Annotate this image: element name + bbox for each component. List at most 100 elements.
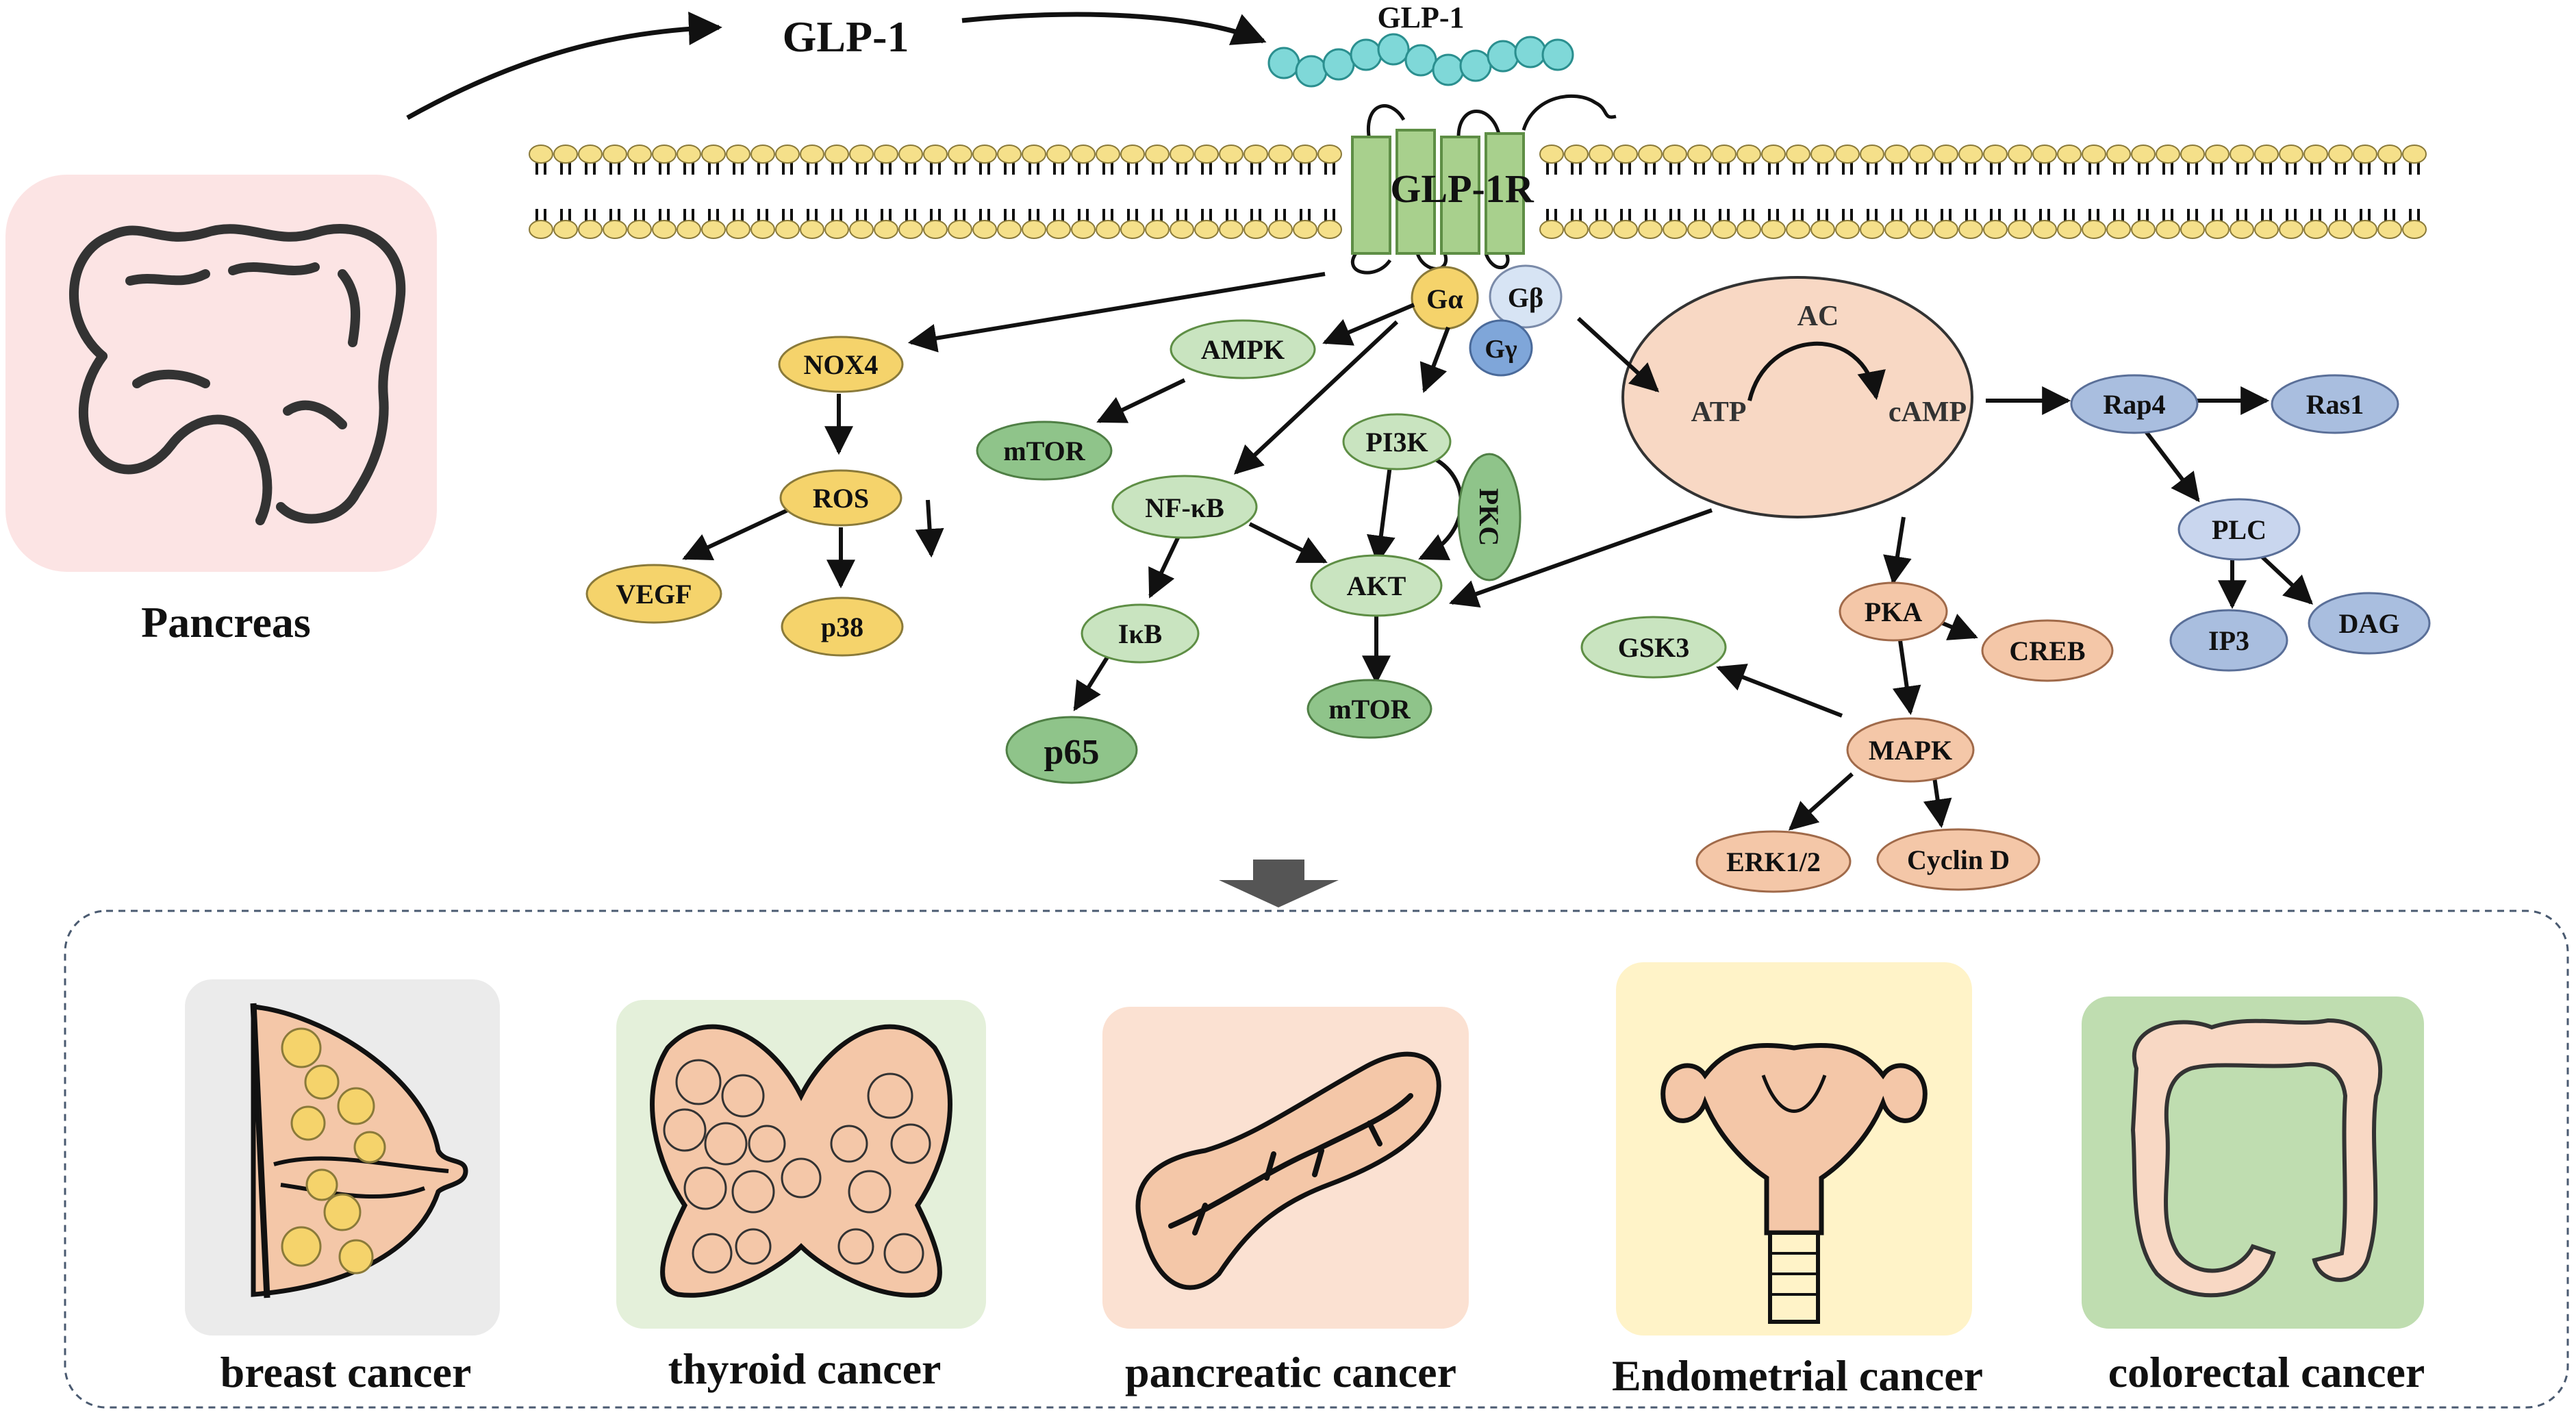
lipid-head [2032, 220, 2057, 239]
lipid-head [2057, 145, 2082, 164]
node-pka: PKA [1839, 581, 1948, 642]
lipid-head [1293, 220, 1317, 239]
node-mapk: MAPK [1846, 717, 1975, 783]
node-pkc: PKC [1457, 453, 1521, 581]
lipid-head [2057, 220, 2082, 239]
lipid-head [1564, 145, 1589, 164]
svg-text:mTOR: mTOR [1003, 436, 1085, 466]
lipid-head [1243, 145, 1268, 164]
lipid-head [1884, 145, 1909, 164]
lipid-head [1539, 220, 1564, 239]
cell-membrane [529, 145, 2427, 239]
lipid-head [1909, 220, 1934, 239]
node-ip3: IP3 [2169, 609, 2288, 672]
svg-text:MAPK: MAPK [1869, 735, 1952, 766]
node-nfkb: NF-κB [1111, 475, 1258, 539]
lipid-head [849, 220, 874, 239]
lipid-head [2106, 220, 2131, 239]
lipid-head [1860, 220, 1884, 239]
g-beta-label: Gβ [1508, 282, 1543, 313]
lipid-head [1194, 145, 1219, 164]
lipid-head [1934, 220, 1958, 239]
lipid-head [898, 145, 923, 164]
lipid-head [2353, 145, 2377, 164]
lipid-head [800, 145, 824, 164]
endometrial-cancer-label: Endometrial cancer [1612, 1351, 1983, 1400]
svg-text:PI3K: PI3K [1365, 427, 1428, 457]
down-arrow-icon [1219, 860, 1339, 907]
lipid-head [529, 220, 553, 239]
ac-label: AC [1797, 301, 1839, 332]
lipid-head [2131, 145, 2156, 164]
lipid-head [1663, 145, 1687, 164]
glp1-peptide-label: GLP-1 [1377, 1, 1464, 34]
node-cyclin-d: Cyclin D [1876, 828, 2041, 891]
lipid-head [2402, 220, 2427, 239]
breast-icon [250, 1003, 468, 1299]
svg-text:NF-κB: NF-κB [1145, 492, 1224, 523]
lipid-head [849, 145, 874, 164]
svg-text:CREB: CREB [2009, 636, 2085, 666]
lipid-head [2402, 145, 2427, 164]
lipid-head [1145, 145, 1170, 164]
lipid-head [1638, 220, 1663, 239]
lipid-head [2254, 145, 2279, 164]
lipid-head [1564, 220, 1589, 239]
lipid-head [2205, 220, 2230, 239]
node-dag: DAG [2308, 592, 2431, 655]
g-gamma-label: Gγ [1485, 335, 1517, 364]
colon-icon [2130, 1018, 2383, 1298]
lipid-head [2377, 220, 2402, 239]
lipid-head [1983, 220, 2008, 239]
receptor-label: GLP-1R [1390, 166, 1535, 211]
uterus-icon [1660, 1042, 1928, 1324]
lipid-head [1934, 145, 1958, 164]
cancer-tile-breast [185, 979, 500, 1336]
lipid-head [800, 220, 824, 239]
cancer-tile-endometrial [1616, 962, 1972, 1336]
lipid-head [2156, 220, 2180, 239]
lipid-head [1761, 145, 1786, 164]
lipid-head [1810, 220, 1835, 239]
lipid-head [1786, 145, 1810, 164]
lipid-head [2156, 145, 2180, 164]
lipid-head [1219, 220, 1243, 239]
svg-text:GSK3: GSK3 [1618, 632, 1689, 663]
lipid-head [948, 145, 972, 164]
lipid-head [529, 145, 553, 164]
lipid-head [2082, 145, 2106, 164]
lipid-head [1761, 220, 1786, 239]
pancreas-label: Pancreas [141, 598, 311, 647]
node-p38: p38 [781, 597, 904, 657]
lipid-head [1317, 145, 1342, 164]
lipid-head [2328, 220, 2353, 239]
thyroid-cancer-label: thyroid cancer [668, 1344, 942, 1393]
pancreas-organ-icon [1135, 1051, 1441, 1290]
lipid-head [997, 220, 1022, 239]
lipid-head [1687, 145, 1712, 164]
lipid-head [2008, 220, 2032, 239]
lipid-head [1145, 220, 1170, 239]
lipid-head [1589, 145, 1613, 164]
binding-arrow [961, 12, 1267, 45]
lipid-head [578, 145, 603, 164]
svg-text:Ras1: Ras1 [2306, 389, 2364, 420]
lipid-head [2254, 220, 2279, 239]
lipid-head [923, 145, 948, 164]
lipid-head [652, 145, 677, 164]
lipid-head [652, 220, 677, 239]
node-rap4: Rap4 [2070, 374, 2199, 434]
lipid-head [2180, 220, 2205, 239]
lipid-head [1194, 220, 1219, 239]
lipid-head [701, 220, 726, 239]
lipid-head [2082, 220, 2106, 239]
lipid-head [1983, 145, 2008, 164]
lipid-head [2230, 145, 2254, 164]
lipid-head [1687, 220, 1712, 239]
lipid-head [750, 220, 775, 239]
lipid-head [2106, 145, 2131, 164]
node-ros: ROS [779, 469, 902, 527]
lipid-head [1293, 145, 1317, 164]
lipid-head [824, 220, 849, 239]
